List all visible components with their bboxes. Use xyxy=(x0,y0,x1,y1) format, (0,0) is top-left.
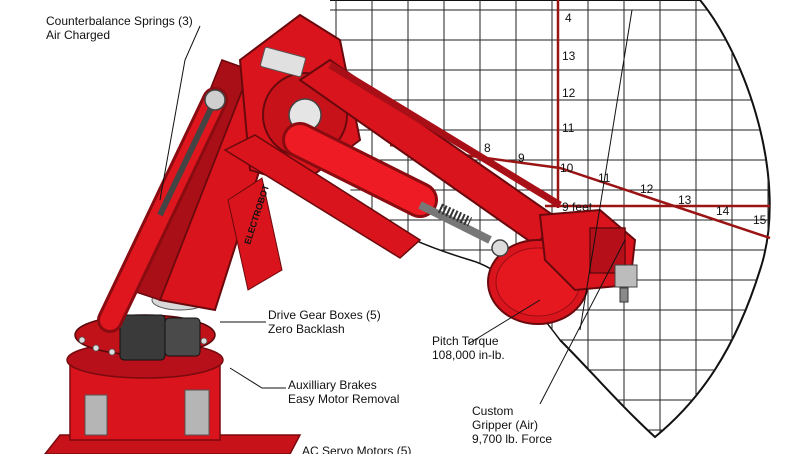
ac-servo-motors-callout: AC Servo Motors (5) xyxy=(302,444,411,454)
callout-leaders xyxy=(159,9,633,405)
callout-subtitle: Zero Backlash xyxy=(268,322,345,336)
gripper-leader xyxy=(539,239,626,405)
robot-arm: ELECTROBOT xyxy=(44,13,638,454)
pitch-leader xyxy=(467,299,541,345)
electrobot-logo: ELECTROBOT xyxy=(227,177,283,291)
custom-gripper-callout: Custom Gripper (Air) 9,700 lb. Force xyxy=(472,404,552,446)
callout-subtitle: 108,000 in-lb. xyxy=(432,348,505,362)
counterbalance-springs-callout: Counterbalance Springs (3) Air Charged xyxy=(46,14,193,42)
vscale-label: 11 xyxy=(562,121,575,135)
grid-scale-labels: 4 13 12 11 10 6 8 9 11 12 13 14 15 9 fee… xyxy=(406,11,767,227)
vscale-label: 4 xyxy=(565,11,572,25)
callout-title: Drive Gear Boxes (5) xyxy=(268,308,381,322)
callout-title: Custom xyxy=(472,404,514,418)
callout-title: Pitch Torque xyxy=(432,334,499,348)
upper-arm-link xyxy=(328,62,562,208)
drive-gear-boxes-callout: Drive Gear Boxes (5) Zero Backlash xyxy=(268,308,381,336)
arc-scale-label: 9 xyxy=(518,151,525,165)
callout-title: Counterbalance Springs (3) xyxy=(46,14,193,28)
callout-title: Auxilliary Brakes xyxy=(288,378,377,392)
vscale-label: 12 xyxy=(562,86,576,100)
hscale-label: 12 xyxy=(640,182,654,196)
vscale-label: 10 xyxy=(560,161,574,175)
hscale-label: 15 xyxy=(753,213,767,227)
arc-scale-label: 8 xyxy=(484,141,491,155)
callout-subtitle: Air Charged xyxy=(46,28,111,42)
arm-brace xyxy=(223,134,422,259)
hscale-label: 14 xyxy=(716,204,730,218)
hscale-label: 13 xyxy=(678,193,692,207)
springs-leader xyxy=(159,25,201,201)
auxilliary-brakes-callout: Auxilliary Brakes Easy Motor Removal xyxy=(288,378,399,406)
callout-title: AC Servo Motors (5) xyxy=(302,444,412,454)
pitch-torque-callout: Pitch Torque 108,000 in-lb. xyxy=(432,334,505,362)
forearm-cylinder xyxy=(282,122,492,244)
envelope-pointer-line xyxy=(579,9,633,331)
callout-subtitle: Easy Motor Removal xyxy=(288,392,400,406)
brake-leader xyxy=(229,367,286,389)
callout-subtitle: Gripper (Air) xyxy=(472,418,539,432)
counterbalance-cylinder xyxy=(97,87,228,333)
callout-detail: 9,700 lb. Force xyxy=(472,432,553,446)
work-envelope-outline xyxy=(330,0,771,439)
vscale-label: 13 xyxy=(562,49,576,63)
